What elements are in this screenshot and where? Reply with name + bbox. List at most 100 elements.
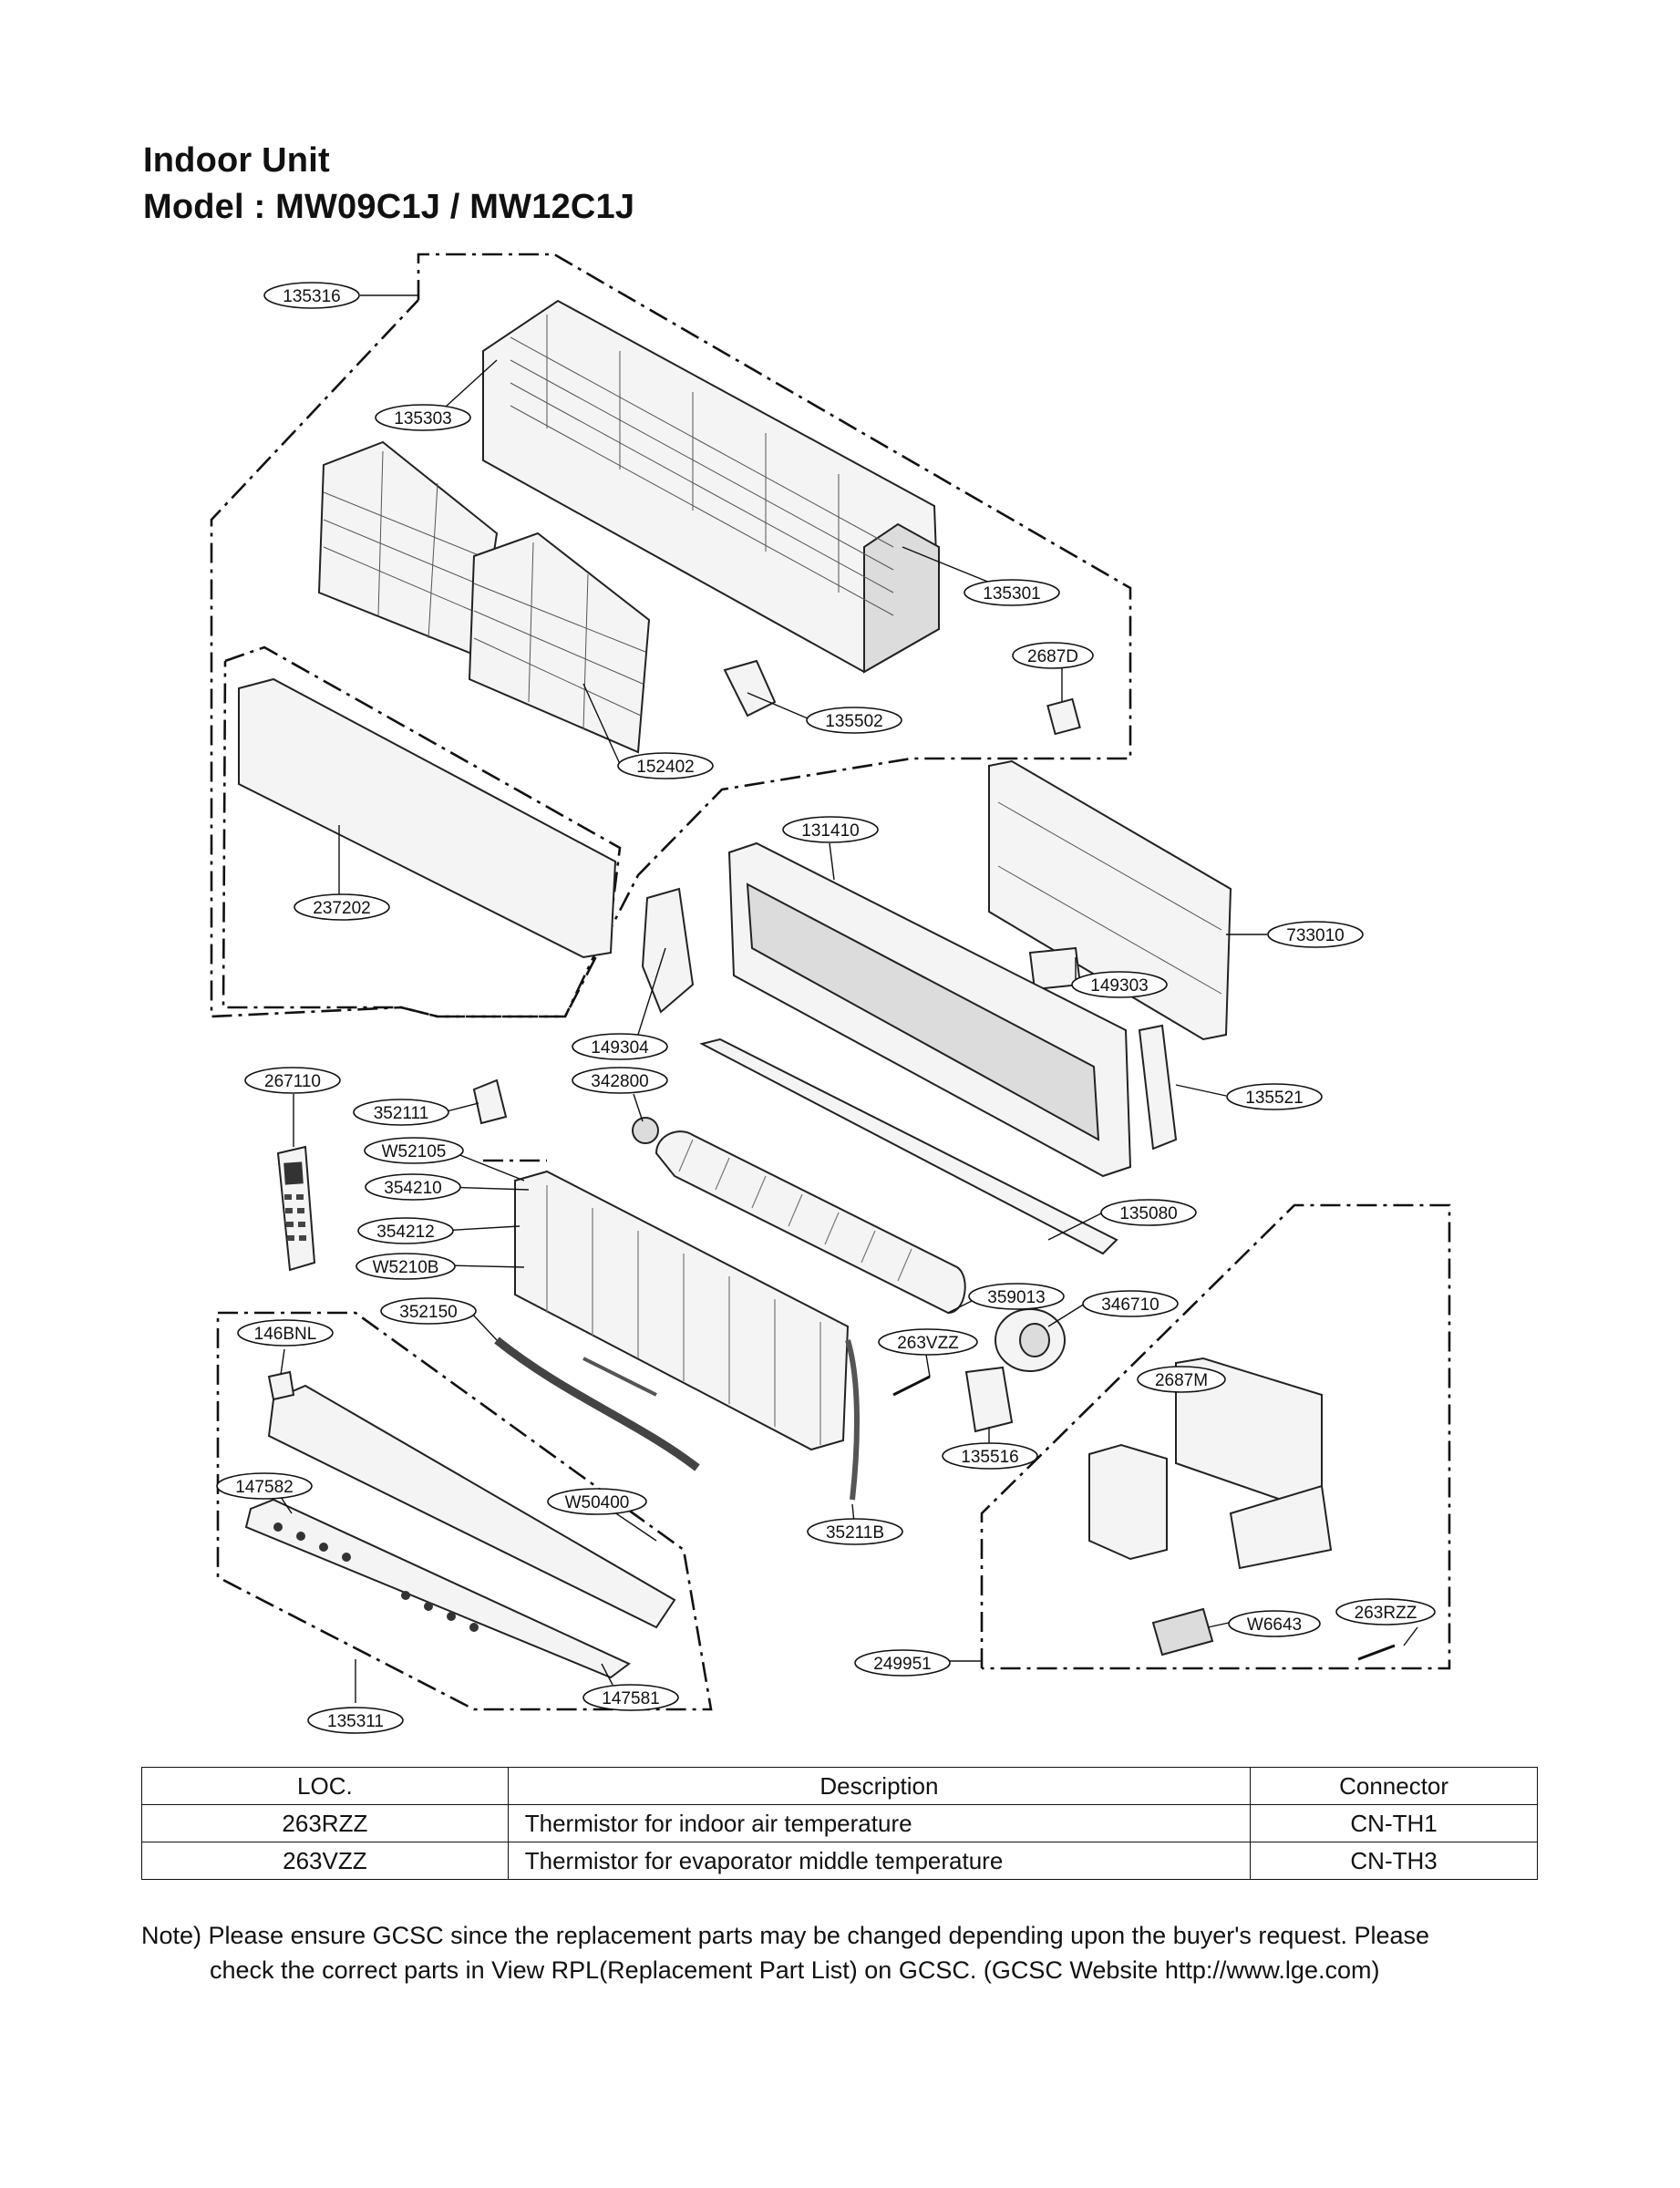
column-header-loc: LOC. — [141, 1767, 509, 1805]
svg-text:131410: 131410 — [801, 821, 859, 841]
callout-263RZZ: 263RZZ — [1335, 1598, 1436, 1626]
drain-hose-part — [494, 1337, 700, 1471]
svg-text:267110: 267110 — [264, 1072, 321, 1091]
chassis-part — [482, 299, 941, 674]
svg-text:152402: 152402 — [636, 758, 694, 777]
group-boundary-control-box — [980, 1203, 1451, 1670]
cell-description: Thermistor for indoor air temperature — [507, 1804, 1252, 1842]
evaporator-part — [514, 1170, 850, 1451]
callout-W50400: W50400 — [547, 1488, 647, 1515]
svg-text:354212: 354212 — [376, 1223, 434, 1242]
cell-description: Thermistor for evaporator middle tempera… — [507, 1842, 1252, 1880]
svg-text:733010: 733010 — [1286, 926, 1344, 945]
cell-connector: CN-TH3 — [1250, 1842, 1538, 1880]
installation-plate-part — [988, 759, 1232, 1041]
note-line-2: check the correct parts in View RPL(Repl… — [210, 1956, 1380, 1984]
remote-controller-part — [276, 1145, 316, 1272]
column-header-description: Description — [507, 1767, 1252, 1805]
svg-text:352111: 352111 — [374, 1104, 429, 1123]
step-motor-146BNL-part — [267, 1370, 295, 1401]
callout-2687D: 2687D — [1012, 642, 1094, 669]
svg-text:W6643: W6643 — [1247, 1615, 1302, 1635]
svg-text:135080: 135080 — [1119, 1204, 1177, 1223]
callout-W6643: W6643 — [1228, 1610, 1321, 1637]
front-panel-part — [238, 677, 617, 959]
side-holder-135521-part — [1138, 1024, 1178, 1151]
callout-267110: 267110 — [244, 1067, 341, 1094]
pipe-w50400-part — [582, 1357, 657, 1397]
callout-152402: 152402 — [617, 752, 714, 779]
terminal-block-W6643-part — [1151, 1607, 1214, 1656]
fan-motor-part — [995, 1308, 1066, 1372]
drain-guide-part — [699, 1037, 1118, 1255]
callout-146BNL: 146BNL — [237, 1319, 334, 1347]
control-box-part — [1088, 1357, 1333, 1570]
cell-connector: CN-TH1 — [1250, 1804, 1538, 1842]
svg-text:W50400: W50400 — [565, 1493, 630, 1512]
svg-text:263VZZ: 263VZZ — [897, 1334, 959, 1353]
callout-249951: 249951 — [854, 1649, 951, 1677]
group-boundary-vane — [216, 1311, 713, 1711]
callout-237202: 237202 — [294, 893, 390, 921]
display-cover-part — [723, 659, 777, 717]
svg-text:135301: 135301 — [983, 584, 1040, 604]
display-pcb-part — [1046, 697, 1081, 736]
callout-131410: 131410 — [782, 816, 879, 843]
group-boundary-front-panel — [222, 645, 622, 1018]
callout-359013: 359013 — [968, 1283, 1065, 1310]
svg-text:135521: 135521 — [1245, 1089, 1303, 1108]
model-title: Model : MW09C1J / MW12C1J — [143, 188, 635, 226]
page-title: Indoor Unit — [143, 141, 330, 180]
callout-342800: 342800 — [572, 1067, 668, 1094]
callout-263VZZ: 263VZZ — [878, 1328, 978, 1356]
air-filter-right — [468, 532, 651, 754]
note-line-1: Note) Please ensure GCSC since the repla… — [141, 1922, 1430, 1949]
svg-text:263RZZ: 263RZZ — [1355, 1604, 1417, 1623]
svg-text:147582: 147582 — [235, 1478, 293, 1497]
svg-text:237202: 237202 — [313, 899, 370, 918]
callout-149304: 149304 — [572, 1033, 668, 1060]
callout-354212: 354212 — [357, 1217, 454, 1244]
callout-135316: 135316 — [263, 282, 360, 309]
callout-733010: 733010 — [1267, 921, 1364, 948]
cross-flow-fan-part — [654, 1130, 966, 1315]
callout-2687M: 2687M — [1137, 1366, 1226, 1393]
callout-135080: 135080 — [1100, 1199, 1197, 1226]
table-row: 263VZZ Thermistor for evaporator middle … — [141, 1842, 1538, 1880]
side-bracket-149304-part — [641, 887, 695, 1014]
svg-text:135316: 135316 — [283, 287, 340, 306]
note-text: Note) Please ensure GCSC since the repla… — [141, 1918, 1545, 1987]
callout-135311: 135311 — [307, 1707, 404, 1734]
svg-text:149303: 149303 — [1090, 976, 1148, 996]
svg-text:342800: 342800 — [591, 1072, 648, 1091]
svg-text:346710: 346710 — [1101, 1295, 1159, 1315]
callout-W52105: W52105 — [364, 1137, 464, 1164]
svg-text:354210: 354210 — [384, 1179, 441, 1198]
exploded-parts-diagram: 135316 135303 135301 2687D 135502 152402… — [210, 253, 1451, 1734]
callout-147582: 147582 — [216, 1472, 313, 1500]
location-table: LOC. Description Connector 263RZZ Thermi… — [141, 1767, 1538, 1880]
svg-text:2687D: 2687D — [1027, 647, 1078, 666]
main-frame-part — [727, 841, 1132, 1178]
svg-text:W52105: W52105 — [382, 1142, 447, 1161]
thermistor-263RZZ-part — [1357, 1644, 1396, 1661]
table-header-row: LOC. Description Connector — [141, 1767, 1538, 1805]
svg-text:146BNL: 146BNL — [254, 1325, 317, 1344]
svg-text:135502: 135502 — [825, 712, 882, 731]
group-boundary-cabinet — [210, 253, 1132, 1018]
callout-135301: 135301 — [964, 579, 1060, 606]
air-filter-left — [317, 440, 499, 658]
table-row: 263RZZ Thermistor for indoor air tempera… — [141, 1804, 1538, 1842]
callout-35211B: 35211B — [807, 1518, 903, 1545]
svg-text:249951: 249951 — [873, 1655, 931, 1674]
holder-352111-part — [472, 1079, 508, 1125]
callout-135502: 135502 — [806, 707, 902, 734]
bearing-342800-part — [632, 1117, 659, 1144]
callout-149303: 149303 — [1071, 971, 1168, 998]
cell-loc: 263RZZ — [141, 1804, 509, 1842]
svg-text:W5210B: W5210B — [373, 1258, 439, 1277]
callout-W5210B: W5210B — [356, 1253, 456, 1280]
callout-135303: 135303 — [375, 404, 471, 431]
svg-text:149304: 149304 — [591, 1038, 649, 1058]
thermistor-263VZZ-part — [892, 1375, 931, 1397]
